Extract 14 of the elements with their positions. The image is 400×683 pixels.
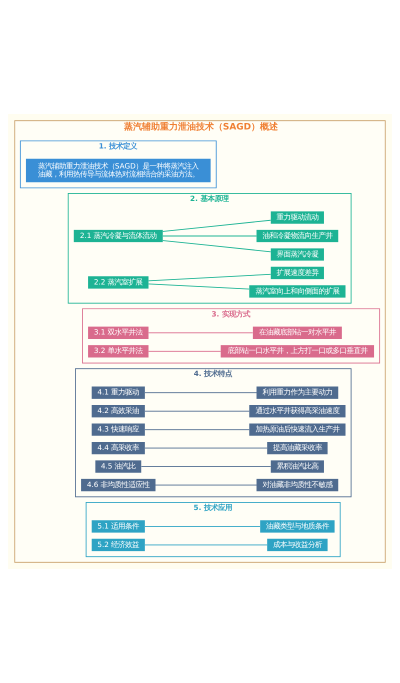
- connector: [148, 274, 272, 282]
- connector: [140, 466, 272, 468]
- connector: [162, 220, 272, 232]
- connector: [148, 332, 254, 334]
- connector: [144, 392, 257, 394]
- connector: [144, 544, 268, 546]
- connector: [155, 484, 257, 486]
- connector: [148, 284, 250, 290]
- connector: [144, 526, 260, 527]
- connector: [162, 240, 272, 252]
- connector: [144, 448, 268, 449]
- connector: [144, 410, 250, 412]
- connector: [144, 429, 250, 430]
- connector: [148, 350, 222, 352]
